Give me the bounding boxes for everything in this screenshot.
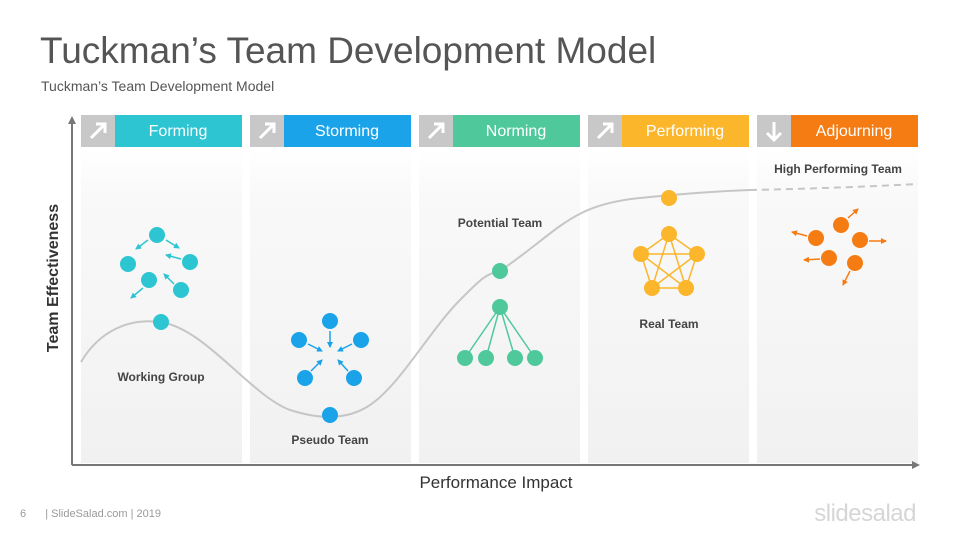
performing-team-icon <box>633 226 705 296</box>
direction-arrow <box>310 359 323 372</box>
team-node <box>353 332 369 348</box>
team-node <box>808 230 824 246</box>
arrow-up-right-icon <box>427 122 445 140</box>
development-curve <box>80 189 751 418</box>
storming-team-icon <box>291 313 369 386</box>
label-potential-team: Potential Team <box>458 216 542 230</box>
stage-label-storming: Storming <box>315 123 379 140</box>
team-node <box>633 246 649 262</box>
forming-team-icon <box>120 227 198 299</box>
stage-header-adjourning: Adjourning <box>757 115 918 147</box>
direction-arrow <box>803 256 821 263</box>
page-number: 6 <box>20 508 27 520</box>
direction-arrow <box>163 273 175 285</box>
footer: 6 | SlideSalad.com | 2019 <box>20 508 161 520</box>
team-node <box>346 370 362 386</box>
stage-label-forming: Forming <box>149 123 208 140</box>
curve-point-pseudo-team <box>322 407 338 423</box>
direction-arrow <box>307 343 323 352</box>
team-node <box>661 226 677 242</box>
team-node <box>821 250 837 266</box>
team-node <box>173 282 189 298</box>
stage-label-performing: Performing <box>646 123 724 140</box>
stage-label-norming: Norming <box>486 123 546 140</box>
label-working-group: Working Group <box>117 370 204 384</box>
team-node <box>847 255 863 271</box>
x-axis-label: Performance Impact <box>419 473 572 492</box>
stage-label-adjourning: Adjourning <box>816 123 893 140</box>
direction-arrow <box>135 239 149 250</box>
stage-header-forming: Forming <box>81 115 242 147</box>
arrow-down-icon <box>765 122 783 143</box>
curve-point-potential-team <box>492 263 508 279</box>
connector-line <box>668 233 687 289</box>
direction-arrow <box>165 239 180 249</box>
stage-label-bg <box>115 115 242 147</box>
stage-label-bg <box>622 115 749 147</box>
curve-point-working-group <box>153 314 169 330</box>
stage-label-bg <box>791 115 918 147</box>
arrow-up-right-icon <box>89 122 107 140</box>
team-node <box>644 280 660 296</box>
team-node <box>149 227 165 243</box>
team-node <box>120 256 136 272</box>
team-node <box>297 370 313 386</box>
footer-source: | SlideSalad.com | 2019 <box>45 508 161 520</box>
arrow-up-right-icon <box>258 122 276 140</box>
direction-arrow <box>337 359 349 372</box>
label-pseudo-team: Pseudo Team <box>291 433 368 447</box>
arrow-up-right-icon <box>596 122 614 140</box>
team-node <box>457 350 473 366</box>
stage-header-performing: Performing <box>588 115 749 147</box>
team-node <box>689 246 705 262</box>
connector-line <box>499 306 536 359</box>
direction-arrow <box>842 270 851 286</box>
brand-logo: slidesalad <box>814 500 916 527</box>
team-node <box>492 299 508 315</box>
team-node <box>141 272 157 288</box>
team-node <box>478 350 494 366</box>
stage-label-bg <box>453 115 580 147</box>
stage-header-norming: Norming <box>419 115 580 147</box>
development-curve-dashed <box>749 183 919 191</box>
team-node <box>527 350 543 366</box>
label-real-team: Real Team <box>639 317 698 331</box>
stage-columns <box>81 148 918 463</box>
connector-line <box>651 233 670 289</box>
page-title: Tuckman’s Team Development Model <box>40 30 657 71</box>
stage-label-bg <box>284 115 411 147</box>
connector-line <box>640 253 687 289</box>
connector-line <box>499 306 516 359</box>
direction-arrow <box>337 343 353 352</box>
y-axis-label: Team Effectiveness <box>45 204 62 352</box>
team-node <box>291 332 307 348</box>
connector-line <box>651 253 698 289</box>
team-node <box>852 232 868 248</box>
team-node <box>322 313 338 329</box>
team-node <box>182 254 198 270</box>
label-high-performing-team: High Performing Team <box>774 162 902 176</box>
connector-line <box>485 306 501 359</box>
curve-point-real-team <box>661 190 677 206</box>
column-forming-bg <box>81 148 242 463</box>
direction-arrow <box>791 230 808 237</box>
column-adjourning-bg <box>757 148 918 463</box>
direction-arrow <box>847 208 859 219</box>
direction-arrow <box>130 287 144 299</box>
team-node <box>833 217 849 233</box>
direction-arrow <box>165 253 182 260</box>
norming-team-icon <box>457 299 543 366</box>
adjourning-team-icon <box>791 208 887 286</box>
team-node <box>678 280 694 296</box>
page-subtitle: Tuckman’s Team Development Model <box>41 78 275 94</box>
team-node <box>507 350 523 366</box>
stage-header-storming: Storming <box>250 115 411 147</box>
connector-line <box>464 306 501 359</box>
